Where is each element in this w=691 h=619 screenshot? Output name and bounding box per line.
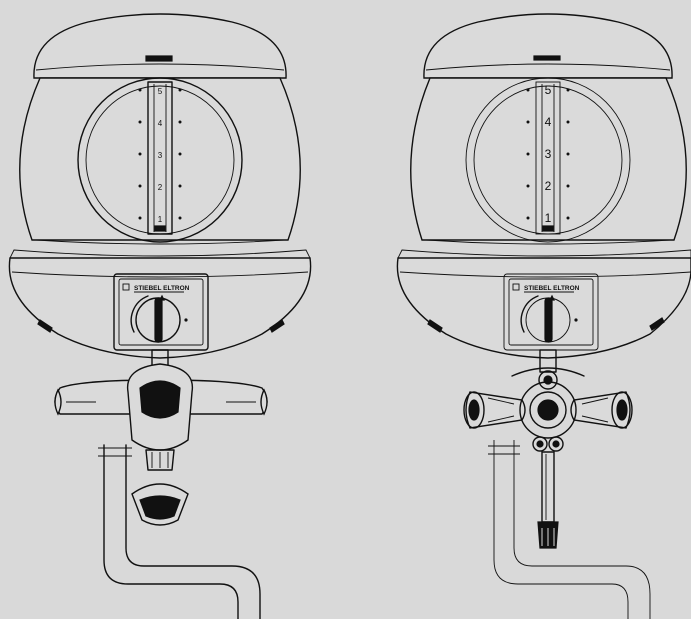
- left-water-heater: 5 4 3 2 1 STIEBEL ELTRON: [8, 13, 312, 619]
- left-scale-dot: [178, 88, 182, 92]
- left-scale-mark-4: 4: [158, 119, 163, 128]
- left-top-lid: [33, 13, 287, 79]
- right-scale-dot: [526, 216, 530, 220]
- right-indicator-lamp: [512, 283, 520, 291]
- right-level-column: 5 4 3 2 1: [526, 81, 570, 235]
- right-mixer-body: [519, 381, 577, 439]
- right-spout: [541, 451, 555, 523]
- right-viewing-window: [465, 77, 631, 243]
- right-base-housing: [396, 257, 691, 359]
- right-scale-dot: [526, 120, 530, 124]
- left-scale-mark-3: 3: [158, 151, 163, 160]
- left-scale-mark-2: 2: [158, 183, 163, 192]
- right-scale-dot: [526, 152, 530, 156]
- right-knob-faucet: [463, 349, 633, 549]
- right-scale-dot: [526, 88, 530, 92]
- right-water-heater: 5 4 3 2 1 STIEBEL ELTRON: [396, 13, 691, 619]
- left-level-column: 5 4 3 2 1: [138, 81, 182, 235]
- right-scale-dot: [566, 184, 570, 188]
- right-scale-dot: [566, 88, 570, 92]
- right-outlet-pipe: [488, 440, 651, 619]
- right-scale-mark-2: 2: [545, 179, 552, 193]
- right-scale-dot: [566, 152, 570, 156]
- right-sphere-body: [410, 77, 687, 241]
- left-scale-dot: [138, 184, 142, 188]
- left-outlet-pipe: [98, 444, 261, 619]
- left-indicator-lamp: [122, 283, 130, 291]
- right-scale-dot: [526, 184, 530, 188]
- left-scale-mark-1: 1: [158, 215, 163, 224]
- right-scale-mark-5: 5: [545, 83, 552, 97]
- right-scale-mark-4: 4: [545, 115, 552, 129]
- left-lever-faucet: [54, 349, 268, 526]
- right-scale-mark-3: 3: [545, 147, 552, 161]
- right-scale-dot: [566, 120, 570, 124]
- left-scale-dot: [178, 152, 182, 156]
- left-scale-dot: [138, 120, 142, 124]
- left-scale-dot: [138, 88, 142, 92]
- right-scale-mark-1: 1: [545, 211, 552, 225]
- right-scale-dot: [566, 216, 570, 220]
- left-brand-label: STIEBEL ELTRON: [134, 285, 190, 292]
- left-scale-dot: [138, 152, 142, 156]
- right-top-lid: [423, 13, 673, 79]
- left-scale-mark-5: 5: [158, 87, 163, 96]
- left-scale-dot: [138, 216, 142, 220]
- left-scale-dot: [178, 216, 182, 220]
- left-viewing-window: [77, 77, 243, 243]
- left-scale-dot: [178, 120, 182, 124]
- right-brand-label: STIEBEL ELTRON: [524, 285, 580, 292]
- left-scale-dot: [178, 184, 182, 188]
